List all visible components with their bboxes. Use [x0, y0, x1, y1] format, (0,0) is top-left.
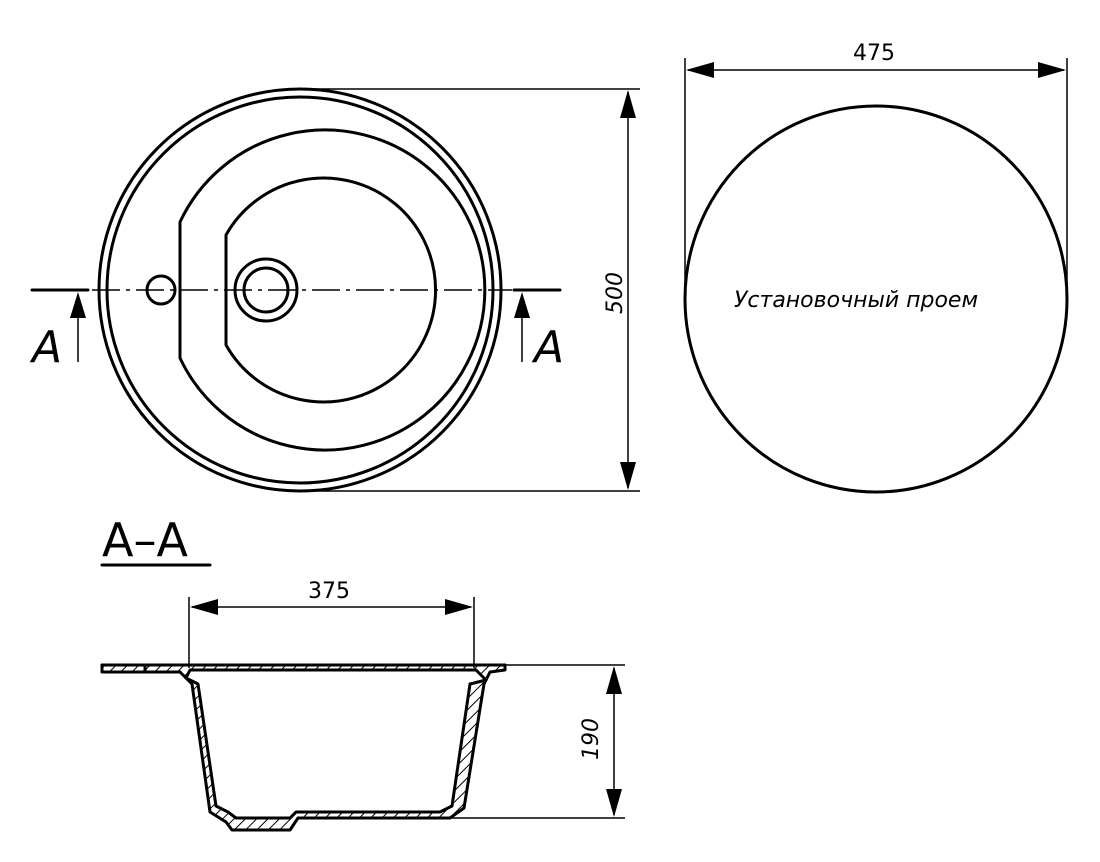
plan-view: A A 500 [29, 87, 640, 493]
dimension-500-label: 500 [603, 272, 628, 314]
section-label-left: A [29, 322, 62, 373]
section-label-right: A [531, 322, 564, 373]
dimension-500: 500 [300, 88, 640, 492]
dimension-190: 190 [450, 664, 625, 819]
dimension-190-label: 190 [579, 718, 604, 760]
dimension-475-label: 475 [853, 41, 895, 66]
section-title: A–A [102, 513, 188, 567]
cutout-view: Установочный проем 475 [683, 41, 1069, 494]
bowl-inner-edge [224, 176, 437, 404]
section-view: A–A 375 190 [100, 513, 625, 832]
dimension-375-label: 375 [308, 579, 350, 604]
dimension-375: 375 [188, 579, 475, 668]
section-mark-left: A [29, 288, 90, 373]
bowl-outer-edge [178, 128, 487, 452]
cutout-label: Установочный проем [734, 288, 978, 313]
sink-section-interior [184, 668, 488, 820]
dimension-475: 475 [684, 41, 1068, 300]
section-mark-right: A [512, 288, 564, 373]
